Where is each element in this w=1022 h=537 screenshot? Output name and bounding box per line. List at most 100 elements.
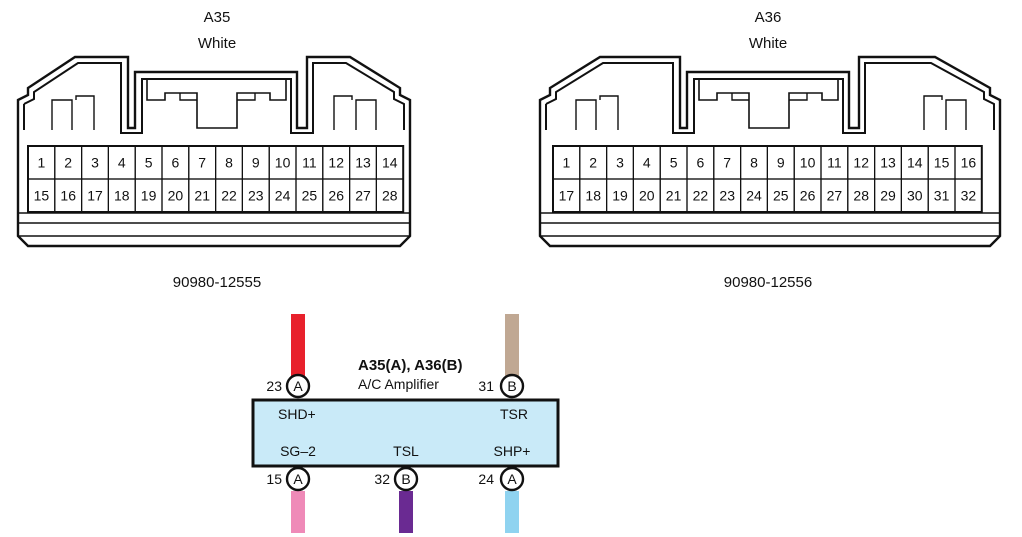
signal-label: SHD+ — [278, 406, 316, 422]
signal-label: SHP+ — [494, 443, 531, 459]
connector-a36-id: A36 — [755, 9, 782, 26]
connector-a36-pin-number: 22 — [693, 188, 709, 204]
connector-a35-pin-number: 14 — [382, 155, 398, 171]
connector-a35-pin-cell — [375, 178, 404, 213]
terminal-circle — [499, 373, 525, 399]
connector-a35-pin-number: 13 — [355, 155, 371, 171]
signal-label: TSR — [500, 406, 528, 422]
terminal-bottom-tsl: TSL 32 B — [374, 443, 419, 492]
connector-a35-pin-number: 6 — [172, 155, 180, 171]
connector-a36-pin-number: 28 — [853, 188, 869, 204]
connector-a36-pin-number: 17 — [559, 188, 575, 204]
connector-a35-pin-number: 20 — [168, 188, 184, 204]
wire-shp-plus — [505, 491, 519, 533]
connector-a35-pin-number: 21 — [194, 188, 210, 204]
connector-a36-pin-number: 6 — [697, 155, 705, 171]
connector-a36-pin-number: 32 — [961, 188, 977, 204]
connector-a35-pin-number: 11 — [302, 155, 317, 171]
connector-a35-pin-number: 9 — [252, 155, 260, 171]
connector-a36-pin-number: 12 — [853, 155, 869, 171]
terminal-circle — [499, 466, 525, 492]
terminal-circle — [285, 373, 311, 399]
connector-a36-pin-number: 30 — [907, 188, 923, 204]
connector-a35-pin-number: 10 — [275, 155, 291, 171]
connector-a36-part-number: 90980-12556 — [724, 274, 812, 291]
terminal-letter: B — [401, 471, 410, 487]
connector-a35-pin-number: 15 — [34, 188, 50, 204]
amplifier-name-label: A/C Amplifier — [358, 376, 439, 392]
connector-a35-color: White — [198, 35, 236, 52]
connector-a36-pin-number: 10 — [800, 155, 816, 171]
terminal-circle — [285, 466, 311, 492]
connector-a36-housing — [538, 55, 1002, 248]
connector-a36-pin-number: 16 — [961, 155, 977, 171]
connector-a36-pin-number: 31 — [934, 188, 950, 204]
terminal-circle — [393, 466, 419, 492]
connector-a35-pin-number: 22 — [221, 188, 237, 204]
connector-a36-pin-number: 23 — [719, 188, 735, 204]
connector-a36-pin-number: 19 — [612, 188, 628, 204]
terminal-pin-number: 15 — [266, 471, 282, 487]
connector-a36-pin-number: 13 — [880, 155, 896, 171]
wire-sg-2 — [291, 491, 305, 533]
connector-a35-pin-number: 17 — [87, 188, 103, 204]
connector-a36-pin-number: 15 — [934, 155, 950, 171]
terminal-pin-number: 31 — [478, 378, 494, 394]
connector-a35-pin-number: 5 — [145, 155, 153, 171]
connector-a36-pin-number: 3 — [616, 155, 624, 171]
terminal-bottom-sg-2: SG–2 15 A — [266, 443, 316, 492]
wire-tsl — [399, 491, 413, 533]
connector-a36-pin-number: 7 — [723, 155, 731, 171]
signal-label: SG–2 — [280, 443, 316, 459]
terminal-top-shd-plus: 23 A SHD+ — [266, 373, 316, 422]
connector-a35-pin-number: 24 — [275, 188, 291, 204]
wire-shd-plus — [291, 314, 305, 376]
connector-a35-pin-number: 18 — [114, 188, 130, 204]
connector-a35-pin-number: 12 — [328, 155, 344, 171]
connector-a36-pin-number: 8 — [750, 155, 758, 171]
terminal-letter: A — [293, 471, 303, 487]
connector-a35-pin-number: 7 — [198, 155, 206, 171]
wire-tsr — [505, 314, 519, 376]
connector-a36-pin-number: 27 — [827, 188, 843, 204]
connector-a35-pin-number: 28 — [382, 188, 398, 204]
connector-a35-pin-number: 2 — [64, 155, 72, 171]
connector-a35-pin-number: 19 — [141, 188, 157, 204]
connector-a36-pin-number: 24 — [746, 188, 762, 204]
connector-a35-housing — [16, 55, 412, 248]
terminal-pin-number: 32 — [374, 471, 390, 487]
connector-a36-pin-number: 29 — [880, 188, 896, 204]
amplifier-box — [251, 398, 560, 468]
connector-a35-pin-number: 26 — [328, 188, 344, 204]
connector-a36-pin-number: 9 — [777, 155, 785, 171]
amplifier-schematic: A35(A), A36(B) A/C Amplifier 23 A SHD+ 3… — [251, 314, 560, 533]
amplifier-connectors-label: A35(A), A36(B) — [358, 357, 462, 374]
connector-a35-pin-number: 1 — [38, 155, 46, 171]
connector-a36-pin-number: 4 — [643, 155, 651, 171]
connector-a36-pin-number: 26 — [800, 188, 816, 204]
connector-a35-id: A35 — [204, 9, 231, 26]
terminal-bottom-shp-plus: SHP+ 24 A — [478, 443, 531, 492]
connector-a35-pin-number: 3 — [91, 155, 99, 171]
connector-a35-pin-number: 23 — [248, 188, 264, 204]
terminal-pin-number: 24 — [478, 471, 494, 487]
connector-a36-pin-number: 18 — [585, 188, 601, 204]
connector-a36-pin-number: 14 — [907, 155, 923, 171]
connector-a36-color: White — [749, 35, 787, 52]
terminal-letter: A — [507, 471, 517, 487]
connector-a35-pin-number: 4 — [118, 155, 126, 171]
connector-a35-pin-number: 16 — [60, 188, 76, 204]
signal-label: TSL — [393, 443, 419, 459]
connector-a36-pin-number: 20 — [639, 188, 655, 204]
terminal-top-tsr: 31 B TSR — [478, 373, 528, 422]
terminal-pin-number: 23 — [266, 378, 282, 394]
connector-a36-pin-cell — [954, 178, 983, 213]
connector-a35-part-number: 90980-12555 — [173, 274, 261, 291]
connector-a36-pin-number: 25 — [773, 188, 789, 204]
connector-a36-pin-number: 2 — [589, 155, 597, 171]
